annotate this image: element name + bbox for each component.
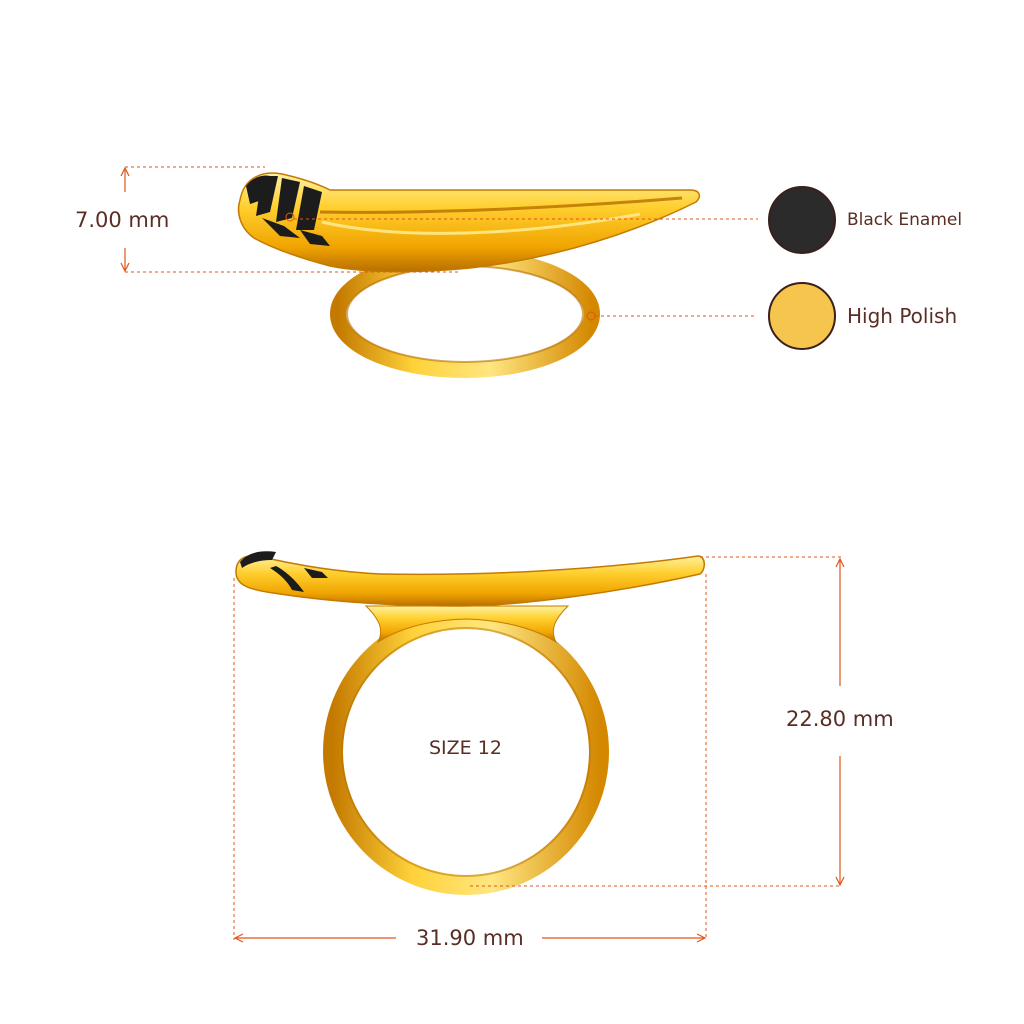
ring-size-label: SIZE 12 <box>429 737 502 759</box>
ring-bridge <box>364 605 570 644</box>
dimension-label-height-top: 7.00 mm <box>75 208 170 232</box>
legend-label-black-enamel: Black Enamel <box>847 210 963 230</box>
black-enamel-swatch-icon <box>768 186 836 254</box>
dimension-label-height-front: 22.80 mm <box>786 707 894 731</box>
legend-label-high-polish: High Polish <box>847 304 958 328</box>
ring-front-view <box>235 551 705 895</box>
dimension-label-width-front: 31.90 mm <box>416 926 524 950</box>
ring-shank-side <box>330 250 600 378</box>
enamel-stripes-side <box>246 175 330 246</box>
dimension-22-80mm <box>470 556 845 887</box>
dimension-7mm <box>120 166 460 273</box>
legend-leaders <box>285 212 758 321</box>
ring-bar-front <box>235 554 705 607</box>
high-polish-swatch-icon <box>768 282 836 350</box>
dimension-31-90mm <box>233 574 707 943</box>
enamel-stripes-front <box>240 551 328 592</box>
ring-bar-side <box>237 172 701 273</box>
ring-top-view <box>237 172 701 378</box>
